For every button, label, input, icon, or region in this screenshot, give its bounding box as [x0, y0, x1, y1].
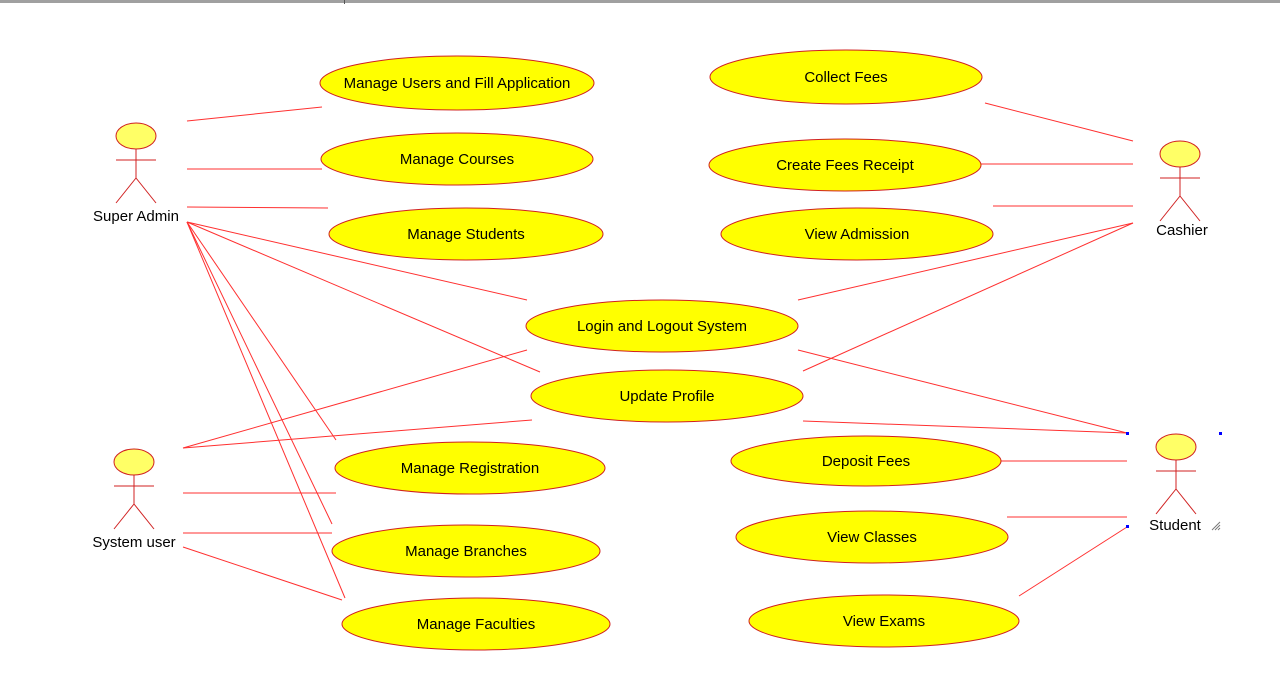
actor-head-icon	[115, 122, 157, 150]
actor-cashier[interactable]: Cashier	[1156, 140, 1208, 239]
use-case-label: Manage Courses	[400, 151, 514, 168]
selection-handle[interactable]	[1126, 432, 1129, 435]
use-case-ellipse	[334, 441, 606, 495]
use-case-ellipse	[328, 207, 604, 261]
use-case-ellipse	[748, 594, 1020, 648]
use-case-manage-faculties[interactable]: Manage Faculties	[341, 597, 611, 651]
use-case-ellipse	[730, 435, 1002, 487]
use-case-label: Collect Fees	[804, 69, 887, 86]
use-case-label: Deposit Fees	[822, 453, 910, 470]
association-cashier-collect-fees[interactable]	[984, 102, 1134, 142]
use-case-view-admission[interactable]: View Admission	[720, 207, 994, 261]
use-case-manage-students[interactable]: Manage Students	[328, 207, 604, 261]
actor-label: Cashier	[1156, 222, 1208, 239]
selection-handles	[1126, 432, 1222, 531]
use-case-ellipse	[735, 510, 1009, 564]
use-case-label: Manage Students	[407, 226, 525, 243]
use-case-ellipse	[709, 49, 983, 105]
actor-right-leg	[1179, 195, 1201, 222]
actor-student[interactable]: Student	[1149, 433, 1202, 534]
use-case-update-profile[interactable]: Update Profile	[530, 369, 804, 423]
use-case-label: View Classes	[827, 529, 917, 546]
use-case-ellipse	[319, 55, 595, 111]
use-case-manage-branches[interactable]: Manage Branches	[331, 524, 601, 578]
use-case-label: Manage Registration	[401, 460, 539, 477]
association-system-user-manage-faculties[interactable]	[182, 546, 343, 601]
actor-head-icon	[113, 448, 155, 476]
actor-label: System user	[92, 534, 175, 551]
association-student-update-profile[interactable]	[802, 420, 1128, 434]
association-cashier-login-logout[interactable]	[797, 222, 1134, 301]
use-case-label: Update Profile	[619, 388, 714, 405]
actor-label: Super Admin	[93, 208, 179, 225]
association-student-view-exams[interactable]	[1018, 526, 1128, 597]
selection-handle[interactable]	[1126, 525, 1129, 528]
use-case-deposit-fees[interactable]: Deposit Fees	[730, 435, 1002, 487]
use-case-ellipse	[331, 524, 601, 578]
actor-left-leg	[115, 177, 137, 204]
association-super-admin-update-profile[interactable]	[186, 221, 541, 373]
use-case-label: Manage Branches	[405, 543, 527, 560]
association-cashier-update-profile[interactable]	[802, 222, 1134, 372]
actor-left-leg	[113, 503, 135, 530]
association-super-admin-manage-users[interactable]	[186, 106, 323, 122]
association-super-admin-login-logout[interactable]	[186, 221, 528, 301]
use-case-label: Manage Users and Fill Application	[344, 75, 571, 92]
resize-grip-icon[interactable]	[1211, 521, 1221, 531]
actor-head-icon	[1155, 433, 1197, 461]
actor-right-leg	[135, 177, 157, 204]
association-super-admin-manage-faculties[interactable]	[186, 221, 346, 599]
use-cases-layer: Manage Users and Fill ApplicationManage …	[319, 49, 1020, 651]
use-case-ellipse	[720, 207, 994, 261]
use-case-collect-fees[interactable]: Collect Fees	[709, 49, 983, 105]
use-case-view-exams[interactable]: View Exams	[748, 594, 1020, 648]
association-student-login-logout[interactable]	[797, 349, 1128, 434]
use-case-ellipse	[320, 132, 594, 186]
top-divider	[0, 0, 1280, 3]
association-system-user-login-logout[interactable]	[182, 349, 528, 449]
association-super-admin-manage-students[interactable]	[186, 206, 329, 209]
actor-system-user[interactable]: System user	[92, 448, 176, 551]
top-divider-tick	[344, 0, 345, 4]
use-case-ellipse	[525, 299, 799, 353]
use-case-ellipse	[530, 369, 804, 423]
association-system-user-update-profile[interactable]	[182, 419, 533, 449]
actor-head-icon	[1159, 140, 1201, 168]
use-case-label: Manage Faculties	[417, 616, 535, 633]
use-case-login-logout[interactable]: Login and Logout System	[525, 299, 799, 353]
use-case-label: View Exams	[843, 613, 925, 630]
use-case-manage-courses[interactable]: Manage Courses	[320, 132, 594, 186]
actor-label: Student	[1149, 517, 1202, 534]
actor-left-leg	[1159, 195, 1181, 222]
use-case-manage-registration[interactable]: Manage Registration	[334, 441, 606, 495]
use-case-label: Login and Logout System	[577, 318, 747, 335]
use-case-ellipse	[708, 138, 982, 192]
actor-super-admin[interactable]: Super Admin	[93, 122, 179, 225]
actor-left-leg	[1155, 488, 1177, 515]
selection-handle[interactable]	[1219, 432, 1222, 435]
actor-right-leg	[1175, 488, 1197, 515]
use-case-manage-users[interactable]: Manage Users and Fill Application	[319, 55, 595, 111]
association-super-admin-manage-registration[interactable]	[186, 221, 337, 441]
use-case-create-receipt[interactable]: Create Fees Receipt	[708, 138, 982, 192]
use-case-view-classes[interactable]: View Classes	[735, 510, 1009, 564]
use-case-label: Create Fees Receipt	[776, 157, 914, 174]
actor-right-leg	[133, 503, 155, 530]
use-case-label: View Admission	[805, 226, 910, 243]
use-case-ellipse	[341, 597, 611, 651]
associations-layer	[182, 102, 1134, 601]
association-super-admin-manage-branches[interactable]	[186, 221, 333, 525]
